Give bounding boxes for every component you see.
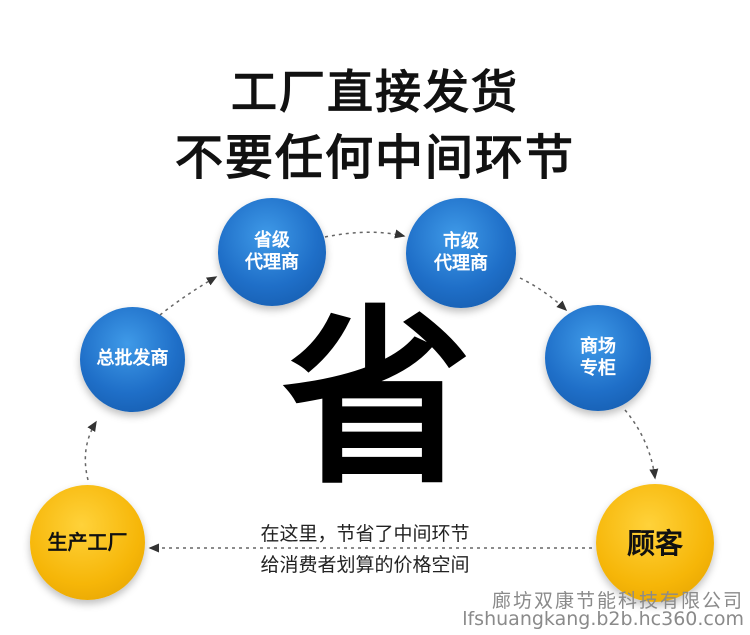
headline-line-2: 不要任何中间环节 [174,130,575,186]
headline-line-1: 工厂直接发货 [231,65,519,119]
node-factory-label: 生产工厂 [47,530,128,554]
node-provincial-line-1: 省级 [254,229,290,251]
node-customer-label: 顾客 [626,526,683,560]
node-wholesaler: 总批发商 [80,307,185,412]
savings-note-line-1: 在这里，节省了中间环节 [260,523,470,545]
arrow-mall-to-customer [624,409,659,480]
node-city-agent: 市级 代理商 [406,198,516,308]
arrow-city-to-mall [519,277,568,312]
arrow-wholesaler-to-provincial [159,276,218,316]
node-mall-line-1: 商场 [580,335,616,357]
watermark-company: 廊坊双康节能科技有限公司 [491,590,744,612]
node-mall-line-2: 专柜 [580,358,616,379]
node-customer: 顾客 [596,484,714,602]
arrow-provincial-to-city [324,229,406,239]
watermark-url: lfshuangkang.b2b.hc360.com [462,608,744,630]
arrow-factory-to-wholesaler [84,420,97,481]
node-city-line-1: 市级 [443,230,479,252]
node-wholesaler-label: 总批发商 [96,348,169,370]
save-character: 省 [282,289,473,510]
node-mall-counter: 商场 专柜 [545,305,651,411]
savings-note-line-2: 给消费者划算的价格空间 [260,554,470,576]
node-factory: 生产工厂 [30,485,145,600]
node-city-line-2: 代理商 [434,253,488,274]
node-provincial-agent: 省级 代理商 [218,198,326,306]
node-provincial-line-2: 代理商 [245,252,299,273]
